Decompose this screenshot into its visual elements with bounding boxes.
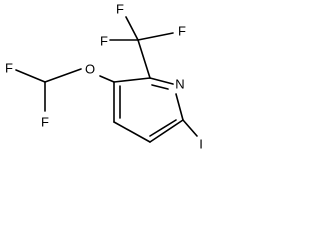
bond-cf3-f-top-left xyxy=(125,16,139,41)
atom-labels: F F F O F F N I xyxy=(5,2,203,152)
bond-c6-i xyxy=(182,119,198,137)
bond-cf3-ring xyxy=(137,39,151,79)
atom-f-chf2-lower: F xyxy=(41,115,49,130)
atom-f-chf2-left: F xyxy=(5,61,13,76)
atom-o-ether: O xyxy=(85,62,95,77)
atom-f-top-left: F xyxy=(116,2,124,17)
atom-f-cf3-lower: F xyxy=(100,34,108,49)
bond-c3-o xyxy=(99,75,115,83)
bond-cf3-f-top-right xyxy=(137,32,174,41)
bond-c6-c5-double xyxy=(149,119,177,137)
bond-c5-c4 xyxy=(113,121,151,143)
bond-c2-n-double xyxy=(151,84,169,90)
bonds xyxy=(15,16,198,143)
atom-n-ring: N xyxy=(175,77,184,92)
bond-c2-n xyxy=(149,77,174,85)
bond-n-c6 xyxy=(175,93,184,121)
atom-f-top-right: F xyxy=(178,24,186,39)
bond-c6-c5 xyxy=(149,119,184,143)
atom-i-iodo: I xyxy=(199,137,203,152)
bond-c3-c2 xyxy=(113,77,151,83)
structure-diagram: F F F O F F N I xyxy=(5,2,203,152)
bond-o-chf2 xyxy=(44,68,82,83)
bond-chf2-f-left xyxy=(15,69,46,83)
